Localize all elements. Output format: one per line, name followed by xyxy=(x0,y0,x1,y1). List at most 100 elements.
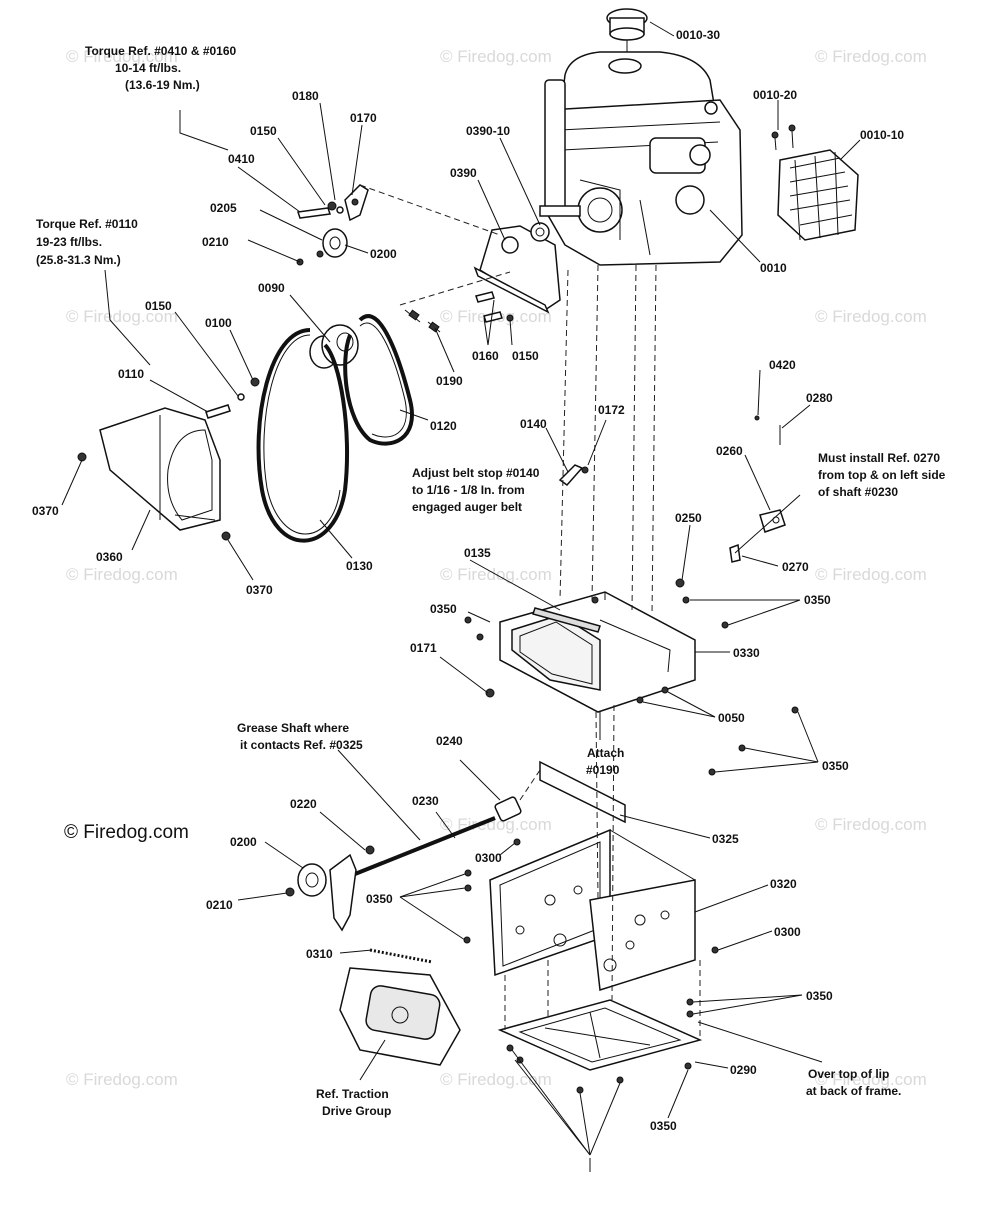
watermark: © Firedog.com xyxy=(815,815,927,834)
part-label: 0050 xyxy=(718,711,745,725)
watermark: © Firedog.com xyxy=(66,1070,178,1089)
assembly-notes: Torque Ref. #0410 & #0160 10-14 ft/lbs. … xyxy=(36,44,946,1118)
over-lip-note: Over top of lip xyxy=(808,1067,889,1081)
part-label: 0190 xyxy=(436,374,463,388)
part-label: 0230 xyxy=(412,794,439,808)
part-label: 0320 xyxy=(770,877,797,891)
part-label: 0150 xyxy=(512,349,539,363)
part-label: 0200 xyxy=(370,247,397,261)
watermark: © Firedog.com xyxy=(815,1070,927,1089)
part-label: 0210 xyxy=(202,235,229,249)
part-label: 0390 xyxy=(450,166,477,180)
watermark: © Firedog.com xyxy=(815,307,927,326)
watermark: © Firedog.com xyxy=(440,1070,552,1089)
part-label: 0170 xyxy=(350,111,377,125)
belt-stop-note: to 1/16 - 1/8 In. from xyxy=(412,483,525,497)
part-label: 0330 xyxy=(733,646,760,660)
frame-drawing xyxy=(464,591,799,776)
watermark: © Firedog.com xyxy=(440,47,552,66)
part-label: 0010 xyxy=(760,261,787,275)
belt-cover-drawing xyxy=(77,407,231,541)
part-label: 0370 xyxy=(246,583,273,597)
part-label: 0171 xyxy=(410,641,437,655)
belt-stop-note: engaged auger belt xyxy=(412,500,522,514)
part-label: 0280 xyxy=(806,391,833,405)
watermark: © Firedog.com xyxy=(66,565,178,584)
part-label: 0180 xyxy=(292,89,319,103)
part-label: 0010-30 xyxy=(676,28,720,42)
belt-stop-drawing xyxy=(558,415,786,588)
grease-note: Grease Shaft where xyxy=(237,721,349,735)
part-label: 0350 xyxy=(804,593,831,607)
brand-mark: © Firedog.com xyxy=(64,822,189,843)
install-note-0270: from top & on left side xyxy=(818,468,946,482)
attach-note: Attach xyxy=(587,746,624,760)
part-label: 0350 xyxy=(430,602,457,616)
part-label: 0120 xyxy=(430,419,457,433)
leader-lines xyxy=(61,21,861,1172)
part-label: 0010-20 xyxy=(753,88,797,102)
grease-note: it contacts Ref. #0325 xyxy=(240,738,363,752)
torque-note-0110: (25.8-31.3 Nm.) xyxy=(36,253,121,267)
part-label: 0350 xyxy=(806,989,833,1003)
traction-drive-note: Ref. Traction xyxy=(316,1087,389,1101)
part-label: 0270 xyxy=(782,560,809,574)
part-label: 0210 xyxy=(206,898,233,912)
part-label: 0325 xyxy=(712,832,739,846)
part-label: 0420 xyxy=(769,358,796,372)
install-note-0270: of shaft #0230 xyxy=(818,485,898,499)
part-label: 0150 xyxy=(250,124,277,138)
torque-note-0410: 10-14 ft/lbs. xyxy=(115,61,181,75)
part-label: 0172 xyxy=(598,403,625,417)
part-label: 0100 xyxy=(205,316,232,330)
install-note-0270: Must install Ref. 0270 xyxy=(818,451,940,465)
watermark: © Firedog.com xyxy=(815,565,927,584)
part-label: 0350 xyxy=(366,892,393,906)
part-label: 0135 xyxy=(464,546,491,560)
part-label: 0130 xyxy=(346,559,373,573)
part-label: 0160 xyxy=(472,349,499,363)
part-label: 0300 xyxy=(774,925,801,939)
torque-note-0110: 19-23 ft/lbs. xyxy=(36,235,102,249)
watermark: © Firedog.com xyxy=(66,307,178,326)
engine-drawing xyxy=(539,8,859,266)
part-label: 0110 xyxy=(118,367,144,381)
lower-frame-drawing xyxy=(285,760,719,1094)
watermark: © Firedog.com xyxy=(66,47,178,66)
watermark-layer: © Firedog.com © Firedog.com © Firedog.co… xyxy=(64,47,927,1089)
part-label: 0370 xyxy=(32,504,59,518)
part-label: 0260 xyxy=(716,444,743,458)
part-label: 0010-10 xyxy=(860,128,904,142)
part-label: 0410 xyxy=(228,152,255,166)
part-label: 0300 xyxy=(475,851,502,865)
watermark: © Firedog.com xyxy=(815,47,927,66)
part-label: 0390-10 xyxy=(466,124,510,138)
belt-drawing xyxy=(256,314,414,543)
traction-drive-note: Drive Group xyxy=(322,1104,391,1118)
part-label: 0150 xyxy=(145,299,172,313)
alignment-lines xyxy=(359,184,701,1040)
part-labels: 0010-30 0010-20 0010-10 0010 0390-10 039… xyxy=(32,28,904,1133)
part-label: 0360 xyxy=(96,550,123,564)
part-label: 0090 xyxy=(258,281,285,295)
part-label: 0240 xyxy=(436,734,463,748)
part-label: 0205 xyxy=(210,201,237,215)
part-label: 0220 xyxy=(290,797,317,811)
torque-note-0110: Torque Ref. #0110 xyxy=(36,217,138,231)
attach-note: #0190 xyxy=(586,763,620,777)
part-label: 0350 xyxy=(650,1119,677,1133)
part-label: 0200 xyxy=(230,835,257,849)
pulley-guard-drawing xyxy=(473,222,561,314)
belt-stop-note: Adjust belt stop #0140 xyxy=(412,466,540,480)
torque-note-0410: Torque Ref. #0410 & #0160 xyxy=(85,44,237,58)
over-lip-note: at back of frame. xyxy=(806,1084,901,1098)
part-label: 0290 xyxy=(730,1063,757,1077)
part-label: 0310 xyxy=(306,947,333,961)
idler-bracket-drawing xyxy=(296,184,369,266)
torque-note-0410: (13.6-19 Nm.) xyxy=(125,78,200,92)
part-label: 0250 xyxy=(675,511,702,525)
part-label: 0350 xyxy=(822,759,849,773)
part-label: 0140 xyxy=(520,417,547,431)
